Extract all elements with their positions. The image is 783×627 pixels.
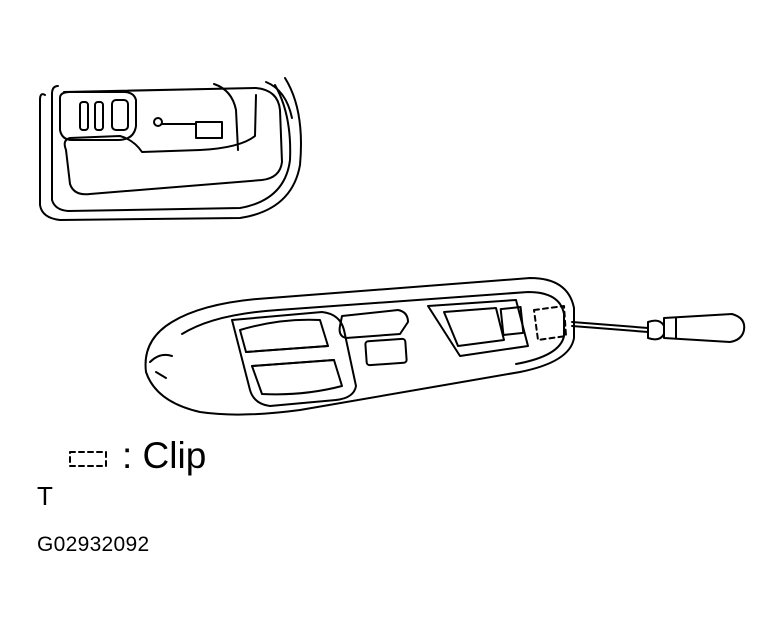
door-handle-bezel: [39, 77, 302, 221]
handle-lever-outline: [59, 91, 137, 141]
switch-panel-outline: [144, 277, 575, 416]
clip-location: [533, 305, 567, 341]
screwdriver-shaft: [571, 321, 649, 333]
lock-knob: [195, 121, 223, 139]
lever-slot-1: [79, 101, 89, 131]
mirror-selector: [499, 306, 525, 336]
window-switch-lower: [251, 359, 343, 396]
switch-divider: [245, 345, 335, 367]
window-switch-frame: [231, 311, 357, 407]
small-switch: [364, 337, 408, 367]
lever-slot-3: [111, 99, 129, 131]
screwdriver-handle: [663, 313, 746, 343]
bezel-outer-outline: [39, 77, 302, 221]
panel-left-notch: [149, 353, 173, 379]
figure-code: G02932092: [37, 533, 150, 556]
mirror-switch-frame: [427, 299, 529, 357]
handle-body: [63, 87, 283, 196]
screwdriver: [571, 313, 746, 343]
bezel-inner-outline: [51, 84, 292, 212]
text-cursor-icon: T: [37, 481, 53, 511]
legend-clip-label: : Clip: [122, 435, 207, 476]
bezel-flange-top: [265, 81, 293, 119]
bezel-right-edge: [213, 83, 239, 151]
lever-slot-2: [94, 101, 104, 131]
screwdriver-ferrule: [647, 319, 665, 341]
window-switch-upper: [239, 318, 329, 353]
mirror-switch-inner: [443, 307, 505, 347]
lock-switch: [338, 309, 409, 339]
lock-hole: [153, 117, 163, 127]
clip-dashed-rect-icon: [69, 451, 107, 467]
power-window-switch: [144, 277, 575, 416]
switch-panel-lip: [181, 291, 565, 365]
